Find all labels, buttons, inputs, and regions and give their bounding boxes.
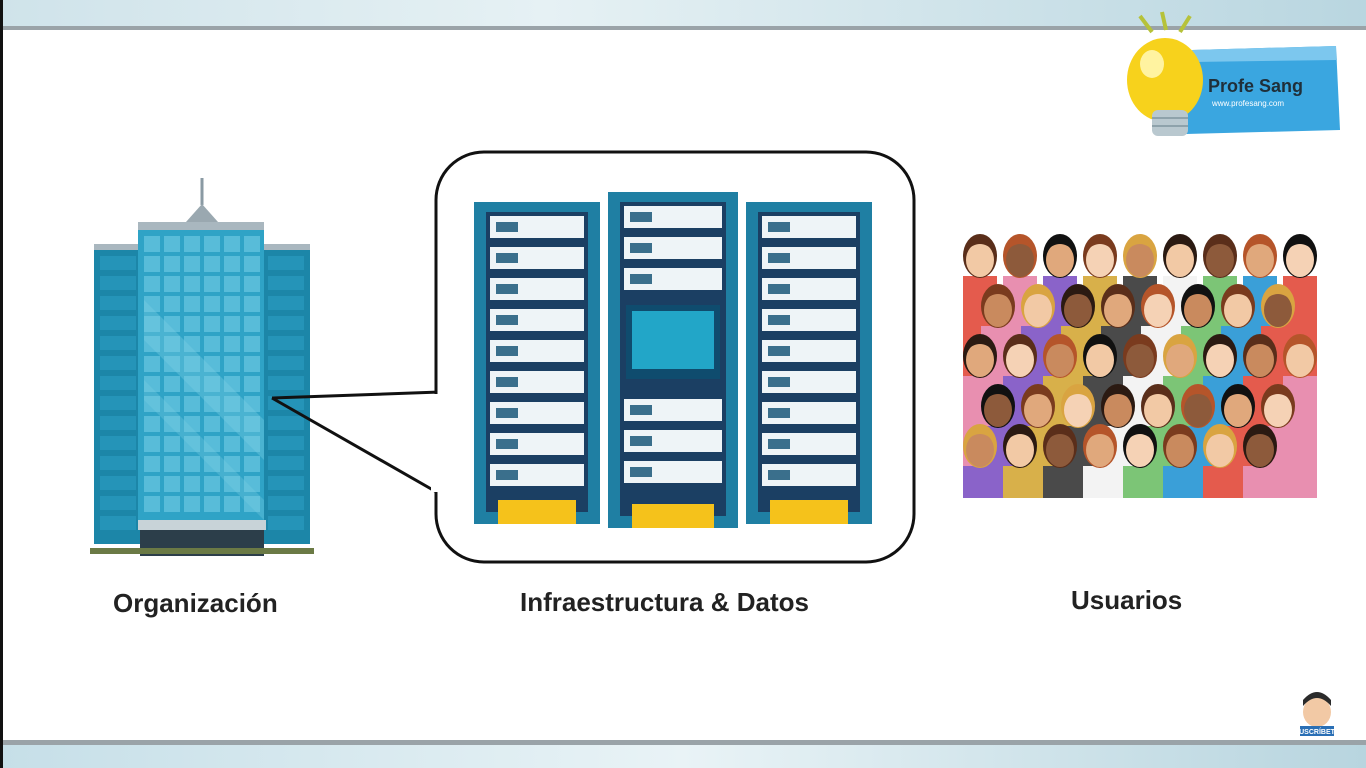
subscribe-button[interactable]: SUSCRÍBETE: [1294, 692, 1340, 736]
organization-label: Organización: [113, 588, 278, 618]
profe-sang-logo: Profe Sang www.profesang.com: [1127, 11, 1340, 136]
bottom-divider: [0, 740, 1366, 745]
users-label: Usuarios: [1071, 585, 1183, 615]
logo-name: Profe Sang: [1208, 76, 1303, 96]
left-edge: [0, 0, 3, 768]
subscribe-label: SUSCRÍBETE: [1294, 727, 1339, 736]
building-windows: [100, 236, 304, 530]
people-crowd: [963, 234, 1317, 498]
logo-url: www.profesang.com: [1211, 99, 1284, 108]
lightbulb-icon: [1127, 38, 1203, 122]
infrastructure-label: Infraestructura & Datos: [520, 587, 809, 617]
callout-gap: [431, 394, 445, 492]
top-divider: [0, 26, 1366, 30]
callout-pointer: [271, 390, 441, 496]
top-band: [0, 0, 1366, 26]
avatar: [1303, 697, 1331, 727]
building-icon: [90, 178, 314, 556]
bottom-band: [0, 745, 1366, 768]
server-racks: [474, 192, 872, 528]
